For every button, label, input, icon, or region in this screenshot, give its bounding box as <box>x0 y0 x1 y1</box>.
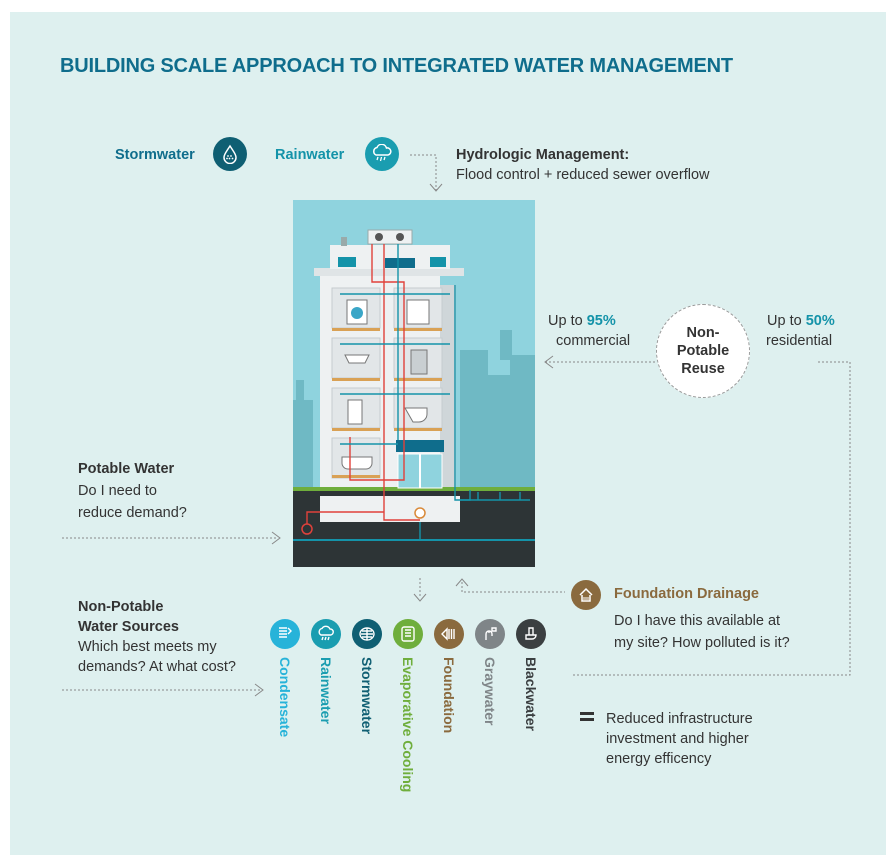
foundation-icon <box>434 619 464 649</box>
blackwater-icon <box>516 619 546 649</box>
non-potable-title-1: Non-Potable <box>78 599 164 615</box>
reuse-commercial-label: commercial <box>556 333 631 349</box>
stormwater-label: Stormwater <box>115 147 195 163</box>
potable-water-line2: reduce demand? <box>78 505 187 521</box>
potable-water-title: Potable Water <box>78 461 175 477</box>
rainwater-label: Rainwater <box>275 147 345 163</box>
equals-bar-top <box>580 712 594 715</box>
result-line3: energy efficency <box>606 751 712 767</box>
reuse-commercial-line1: Up to 95% <box>548 313 616 329</box>
result-line1: Reduced infrastructure <box>606 711 753 727</box>
source-label-5: Foundation <box>441 657 457 734</box>
source-label-6: Graywater <box>482 657 498 726</box>
evaporative-cooling-icon <box>393 619 423 649</box>
potable-water-line1: Do I need to <box>78 483 157 499</box>
non-potable-title-2: Water Sources <box>78 619 179 635</box>
stormwater-icon <box>352 619 382 649</box>
graywater-icon <box>475 619 505 649</box>
hydrologic-title: Hydrologic Management: <box>456 147 630 163</box>
stormwater-top-icon <box>213 137 247 171</box>
result-line2: investment and higher <box>606 731 749 747</box>
non-potable-reuse-circle: Non- Potable Reuse <box>656 304 750 398</box>
reuse-residential-label: residential <box>766 333 833 349</box>
foundation-drainage-line1: Do I have this available at <box>614 613 781 629</box>
page-title: BUILDING SCALE APPROACH TO INTEGRATED WA… <box>60 55 733 77</box>
condensate-icon <box>270 619 300 649</box>
foundation-drainage-icon <box>571 580 601 610</box>
rainwater-top-icon <box>365 137 399 171</box>
foundation-drainage-title: Foundation Drainage <box>614 586 759 602</box>
source-label-4: Evaporative Cooling <box>400 657 416 793</box>
source-label-2: Rainwater <box>318 657 334 724</box>
source-label-7: Blackwater <box>523 657 539 731</box>
rainwater-icon <box>311 619 341 649</box>
reuse-residential-line1: Up to 50% <box>767 313 835 329</box>
non-potable-line1: Which best meets my <box>78 639 217 655</box>
building-scene <box>293 200 535 567</box>
non-potable-line2: demands? At what cost? <box>78 659 236 675</box>
source-label-3: Stormwater <box>359 657 375 735</box>
hydrologic-text: Flood control + reduced sewer overflow <box>456 167 710 183</box>
equals-bar-bottom <box>580 718 594 721</box>
foundation-drainage-line2: my site? How polluted is it? <box>614 635 790 651</box>
source-label-1: Condensate <box>277 657 293 738</box>
